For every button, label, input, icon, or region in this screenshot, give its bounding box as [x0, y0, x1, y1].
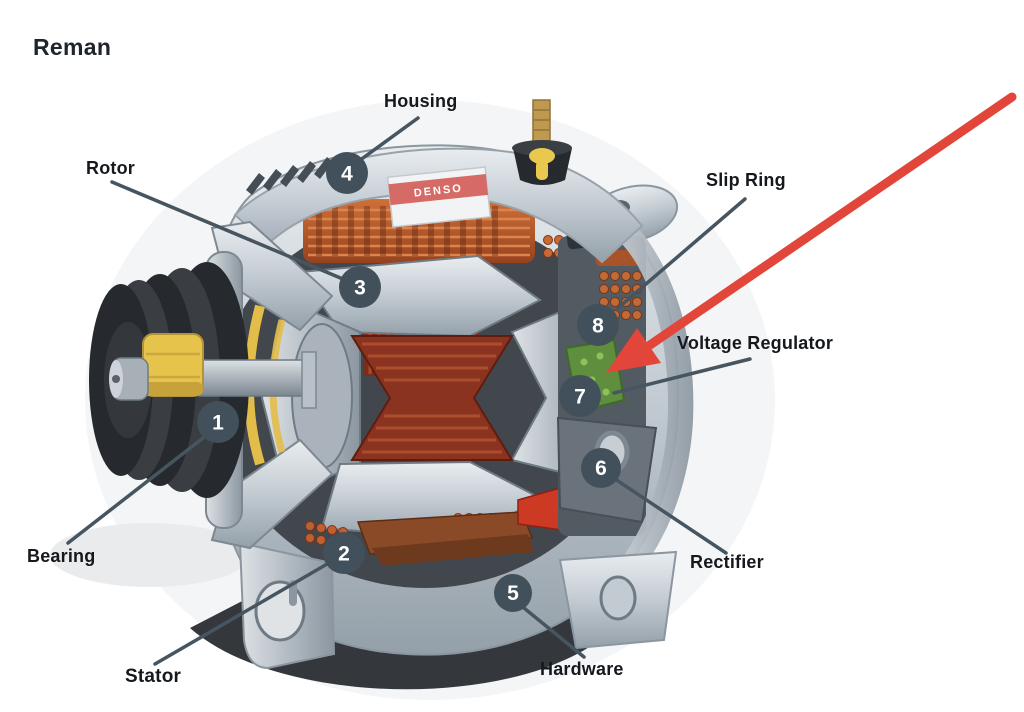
terminal-stud	[512, 99, 572, 185]
leader-housing	[350, 116, 420, 168]
badge-3: 3	[339, 266, 381, 308]
svg-text:5: 5	[507, 582, 519, 605]
label-rotor: Rotor	[86, 158, 135, 178]
badge-8: 8	[577, 304, 619, 346]
svg-text:2: 2	[338, 543, 350, 566]
badge-7: 7	[559, 375, 601, 417]
rear-housing-rim	[594, 230, 694, 605]
red-arrow	[606, 92, 1017, 373]
label-hardware: Hardware	[540, 659, 624, 679]
svg-text:4: 4	[341, 163, 353, 186]
leader-hardware	[522, 606, 586, 659]
leader-rotor	[110, 180, 352, 284]
svg-text:3: 3	[354, 277, 366, 300]
leader-lines	[66, 116, 752, 666]
pulley-nut	[142, 333, 204, 397]
svg-text:6: 6	[595, 457, 607, 480]
label-stator: Stator	[125, 666, 182, 687]
rotor-winding	[350, 335, 514, 461]
label-rectifier: Rectifier	[690, 552, 764, 572]
mounting-foot	[558, 550, 678, 650]
number-badges: 1 2 3 4 5 6 7 8	[197, 152, 621, 612]
svg-text:8: 8	[592, 315, 604, 338]
badge-2: 2	[323, 532, 365, 574]
diagram-title: Reman	[33, 34, 112, 60]
label-slip-ring: Slip Ring	[706, 170, 786, 190]
badge-6: 6	[581, 448, 621, 488]
badge-1: 1	[197, 401, 239, 443]
brand-label: DENSO	[413, 182, 463, 199]
shaft-nose	[109, 357, 149, 401]
svg-text:1: 1	[212, 412, 224, 435]
leader-voltage-regulator	[612, 357, 752, 395]
badge-5: 5	[494, 574, 532, 612]
label-bearing: Bearing	[27, 546, 96, 566]
label-housing: Housing	[384, 91, 458, 111]
rotor-shaft	[195, 351, 317, 409]
svg-text:7: 7	[574, 386, 586, 409]
leader-rectifier	[610, 475, 728, 555]
leader-stator	[153, 558, 336, 666]
leader-bearing	[66, 429, 214, 545]
brand-card: DENSO	[386, 166, 492, 228]
badge-4: 4	[326, 152, 368, 194]
leader-slip-ring	[616, 197, 747, 310]
label-voltage-regulator: Voltage Regulator	[677, 333, 834, 353]
